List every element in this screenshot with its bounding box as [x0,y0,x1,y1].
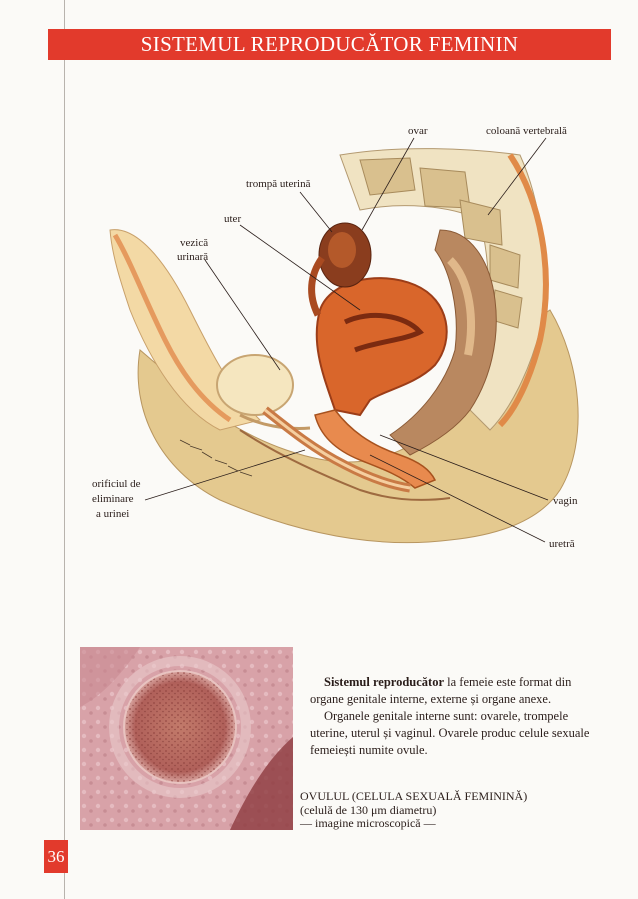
label-orificiu-line1: orificiul de [92,478,141,490]
caption-line-3: — imagine microscopică — [300,816,436,830]
fallopian-tube [308,255,325,317]
label-trompa-uterina: trompă uterină [246,178,311,190]
caption-line-1: OVULUL (CELULA SEXUALĂ FEMININĂ) [300,789,528,803]
uterus [315,277,448,417]
vagina [314,409,437,489]
description-bold-term: Sistemul reproducător [324,675,445,689]
label-orificiu-line2: eliminare [92,493,134,505]
label-coloana-vertebrala: coloană vertebrală [486,125,567,137]
label-vagin: vagin [553,495,578,507]
caption-line-2: (celulă de 130 μm diametru) [300,802,437,817]
title-banner: SISTEMUL REPRODUCĂTOR FEMININ [48,29,611,60]
description-p1-rest: la femeie este format din organe genital… [310,675,572,706]
label-vezica-line2: urinară [177,251,209,263]
description-paragraph-2: Organele genitale interne sunt: ovarele,… [310,709,590,757]
anatomy-illustration [109,137,579,544]
label-uter: uter [224,213,242,225]
ovule-microscope-photo [80,647,293,830]
label-uretra: uretră [549,538,575,550]
label-ovar: ovar [408,125,428,137]
bladder [216,354,294,416]
label-vezica-line1: vezică [180,237,209,249]
page-title: SISTEMUL REPRODUCĂTOR FEMININ [140,32,519,56]
page-number: 36 [44,840,68,873]
description-text: Sistemul reproducător la femeie este for… [310,674,590,759]
page-number-text: 36 [47,846,65,866]
page-margin-line [64,0,65,899]
label-orificiu-line3: a urinei [96,508,130,520]
description-paragraph-1: Sistemul reproducător la femeie este for… [310,674,590,708]
photo-caption: OVULUL (CELULA SEXUALĂ FEMININĂ) (celulă… [300,789,600,831]
rectum [389,229,497,456]
